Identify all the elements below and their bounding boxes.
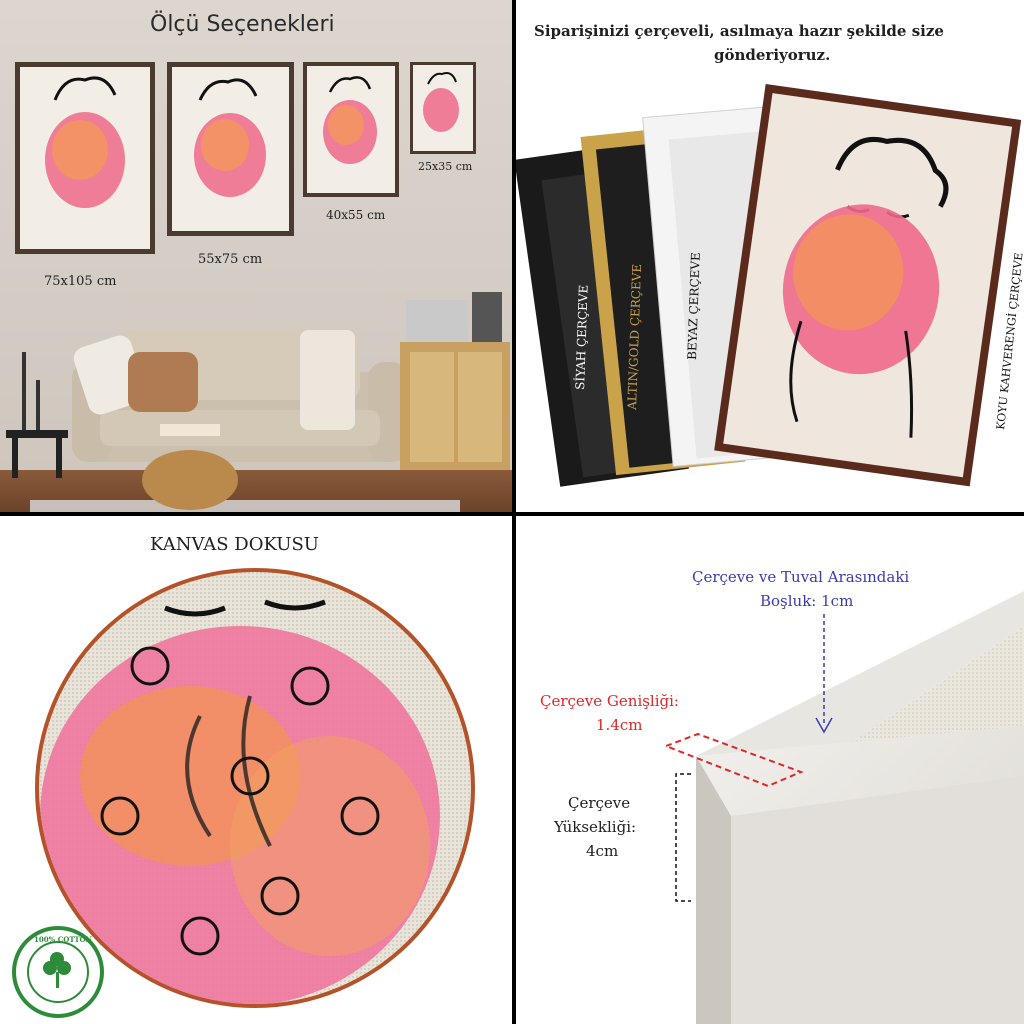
height-indicator — [675, 773, 691, 902]
sofa — [72, 330, 408, 462]
frame-dimensions-panel: Çerçeve ve Tuval Arasındaki Boşluk: 1cm … — [516, 516, 1024, 1024]
width-label-line2: 1.4cm — [596, 716, 643, 734]
canvas-title: KANVAS DOKUSU — [150, 534, 319, 555]
gap-indicator — [815, 614, 833, 734]
height-label-line1: Çerçeve — [568, 794, 631, 812]
frame-55x75 — [167, 62, 294, 236]
frames-heading-line2: gönderiyoruz. — [714, 46, 831, 64]
black-frame-label: SİYAH ÇERÇEVE — [572, 284, 591, 390]
frame-40x55 — [303, 62, 399, 197]
height-label-line3: 4cm — [586, 842, 619, 860]
size-options-title: Ölçü Seçenekleri — [150, 12, 335, 37]
living-room-illustration — [0, 0, 512, 512]
size-label-40x55: 40x55 cm — [326, 208, 386, 222]
gap-label-line2: Boşluk: 1cm — [760, 592, 854, 610]
width-label-line1: Çerçeve Genişliği: — [540, 692, 679, 710]
white-frame-label: BEYAZ ÇERÇEVE — [685, 252, 703, 360]
frame-75x105 — [15, 62, 155, 254]
cotton-badge-text: 100% COTTON — [34, 935, 93, 944]
cotton-badge: 100% COTTON — [12, 926, 104, 1018]
cotton-plant-icon — [43, 952, 71, 988]
width-indicator — [663, 732, 804, 788]
size-options-panel: Ölçü Seçenekleri 75x105 cm 55x75 cm 40x5… — [0, 0, 512, 512]
gap-label-line1: Çerçeve ve Tuval Arasındaki — [692, 568, 910, 586]
height-label-line2: Yüksekliği: — [554, 818, 637, 836]
dark-brown-frame-sample — [714, 84, 1022, 487]
size-label-55x75: 55x75 cm — [198, 252, 263, 267]
frame-colors-panel: Siparişinizi çerçeveli, asılmaya hazır ş… — [516, 0, 1024, 512]
gold-frame-label: ALTIN/GOLD ÇERÇEVE — [625, 264, 644, 412]
canvas-zoom-circle: 100% COTTON — [12, 568, 475, 1018]
canvas-texture-panel: KANVAS DOKUSU — [0, 516, 512, 1024]
size-label-25x35: 25x35 cm — [418, 160, 473, 173]
frame-25x35 — [410, 62, 476, 154]
size-label-75x105: 75x105 cm — [44, 274, 117, 289]
frame-corner-diagram — [663, 591, 1024, 1024]
frames-heading-line1: Siparişinizi çerçeveli, asılmaya hazır ş… — [534, 22, 944, 40]
frame-samples: SİYAH ÇERÇEVE ALTIN/GOLD ÇERÇEVE BEYAZ Ç… — [516, 84, 1024, 487]
